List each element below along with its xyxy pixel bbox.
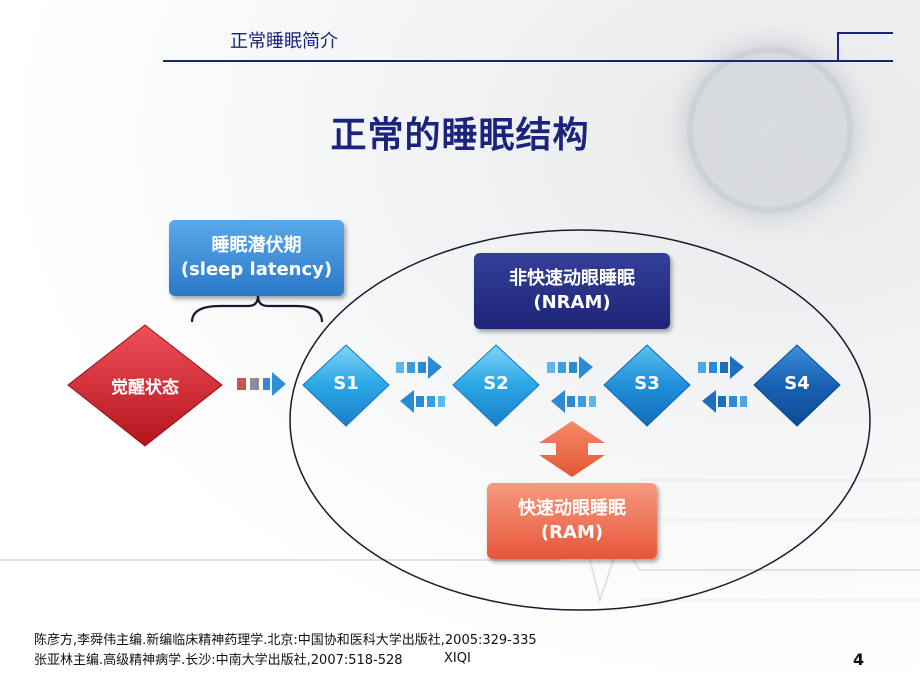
stage-s1-diamond [302, 344, 390, 427]
sleep-latency-title: 睡眠潜伏期 [211, 234, 302, 256]
stage-s2-diamond [452, 344, 540, 427]
stage-s3-diamond [603, 344, 691, 427]
header-corner-line [837, 32, 893, 34]
stage-s1-label: S1 [333, 373, 359, 394]
references: 陈彦方,李舜伟主编.新编临床精神药理学.北京:中国协和医科大学出版社,2005:… [34, 631, 537, 671]
stage-s4-diamond [753, 344, 841, 427]
ram-box: 快速动眼睡眠 (RAM) [487, 483, 657, 559]
reference-item: 张亚林主编.高级精神病学.长沙:中南大学出版社,2007:518-528 [34, 653, 403, 668]
sleep-latency-box: 睡眠潜伏期 (sleep latency) [169, 220, 344, 296]
page-number: 4 [853, 650, 865, 669]
header-corner-line-vertical [837, 32, 839, 60]
stage-s3-label: S3 [634, 373, 660, 394]
slide-title: 正常的睡眠结构 [330, 115, 590, 156]
header-divider [163, 60, 893, 62]
section-header: 正常睡眠简介 [230, 31, 338, 52]
s2-s3-arrows [547, 356, 596, 413]
nram-subtitle: (NRAM) [533, 292, 611, 313]
wake-state-label: 觉醒状态 [111, 378, 179, 398]
sleep-latency-subtitle: (sleep latency) [180, 259, 333, 280]
ram-double-arrow [539, 421, 605, 477]
stage-s2-label: S2 [483, 373, 509, 394]
ram-subtitle: (RAM) [540, 522, 604, 543]
nram-box: 非快速动眼睡眠 (NRAM) [474, 253, 670, 329]
s3-s4-arrows [698, 356, 747, 413]
reference-item: 陈彦方,李舜伟主编.新编临床精神药理学.北京:中国协和医科大学出版社,2005:… [34, 633, 537, 648]
stage-s4-label: S4 [784, 373, 810, 394]
wake-state-diamond [67, 324, 223, 447]
ram-title: 快速动眼睡眠 [518, 497, 626, 519]
latency-brace [190, 295, 324, 323]
s1-s2-arrows [396, 356, 445, 413]
sleep-cycle-ellipse [289, 229, 871, 611]
watermark-text: XIQI [444, 651, 471, 666]
wake-to-s1-arrow [237, 372, 286, 396]
nram-title: 非快速动眼睡眠 [509, 267, 635, 289]
